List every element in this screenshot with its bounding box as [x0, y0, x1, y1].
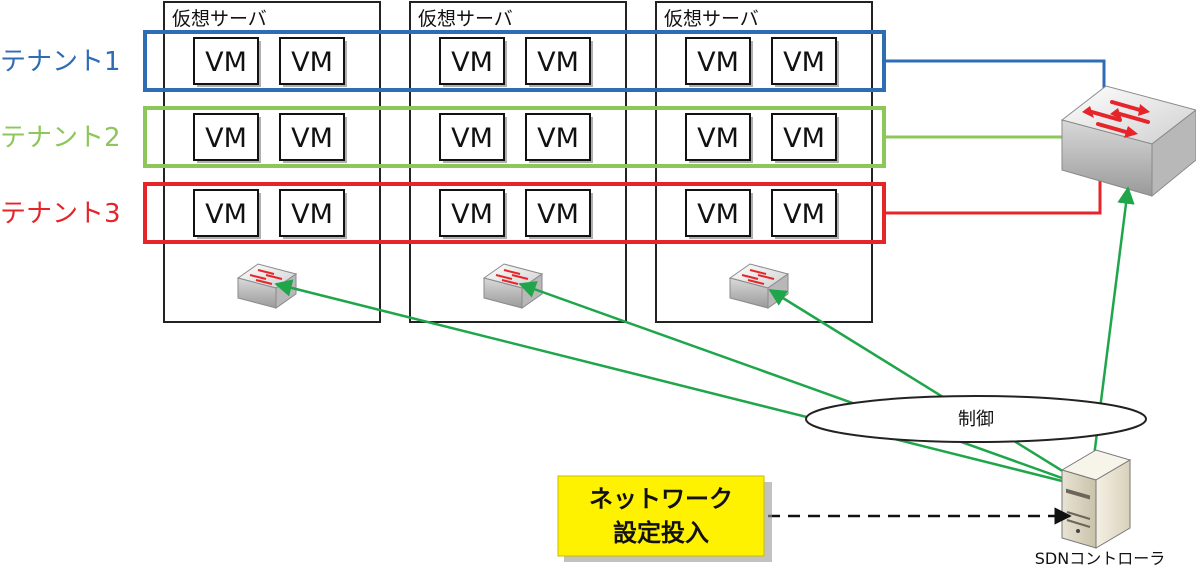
vm-label: VM	[291, 47, 333, 78]
tenant-bands: テナント1 テナント2 テナント3	[0, 30, 886, 244]
tenant-label-2: テナント2	[0, 123, 121, 153]
tenant3-uplink	[884, 180, 1102, 215]
control-arrow-1	[274, 279, 1091, 490]
vm-box: VM	[193, 189, 261, 239]
vm-box: VM	[525, 37, 593, 87]
vm-box: VM	[439, 189, 507, 239]
vm-box: VM	[439, 37, 507, 87]
vm-label: VM	[537, 199, 579, 230]
vm-label: VM	[697, 123, 739, 154]
control-arrow-2	[518, 281, 1091, 490]
vm-label: VM	[451, 199, 493, 230]
vm-label: VM	[537, 123, 579, 154]
vm-label: VM	[697, 199, 739, 230]
physical-switch-icon	[1060, 85, 1196, 198]
vm-label: VM	[537, 47, 579, 78]
control-label: 制御	[958, 409, 994, 430]
vm-box: VM	[771, 189, 839, 239]
server-label: 仮想サーバ	[172, 8, 267, 30]
vm-label: VM	[205, 47, 247, 78]
vm-label: VM	[291, 123, 333, 154]
vm-label: VM	[291, 199, 333, 230]
vm-box: VM	[525, 189, 593, 239]
tenant-uplinks	[884, 59, 1106, 215]
vm-box: VM	[771, 113, 839, 163]
tenant-label-1: テナント1	[0, 47, 121, 77]
control-arrow-4	[1088, 186, 1135, 489]
vm-label: VM	[697, 47, 739, 78]
vm-box: VM	[439, 113, 507, 163]
server-label: 仮想サーバ	[418, 8, 513, 30]
config-box-line1: ネットワーク	[589, 485, 733, 513]
vm-label: VM	[205, 199, 247, 230]
vm-label: VM	[783, 123, 825, 154]
sdn-controller-server-icon: SDNコントローラ	[1035, 449, 1165, 568]
tenant-band-2	[143, 106, 886, 168]
vm-box: VM	[685, 113, 753, 163]
tenant-band-3	[143, 182, 886, 244]
vm-box: VM	[279, 37, 347, 87]
vm-box: VM	[279, 189, 347, 239]
vm-label: VM	[205, 123, 247, 154]
vm-label: VM	[451, 47, 493, 78]
vm-label: VM	[451, 123, 493, 154]
vm-box: VM	[279, 113, 347, 163]
tenant1-uplink	[884, 59, 1106, 92]
server-label: 仮想サーバ	[664, 8, 759, 30]
vm-box: VM	[685, 189, 753, 239]
vm-label: VM	[783, 199, 825, 230]
tenant-label-3: テナント3	[0, 199, 121, 229]
vm-box: VM	[685, 37, 753, 87]
control-arrow-3	[768, 288, 1091, 490]
network-config-box: ネットワーク 設定投入	[557, 475, 772, 562]
config-box-line2: 設定投入	[613, 519, 709, 547]
vm-label: VM	[783, 47, 825, 78]
controller-label: SDNコントローラ	[1035, 549, 1165, 568]
vm-grid: VM VM VM VM VM VM VM VM VM VM VM VM VM VM VM VM VM VM	[193, 37, 839, 239]
vm-box: VM	[525, 113, 593, 163]
control-ellipse: 制御	[805, 395, 1147, 443]
control-arrows	[274, 186, 1135, 490]
tenant-band-1	[143, 30, 886, 92]
vm-box: VM	[193, 37, 261, 87]
vm-box: VM	[771, 37, 839, 87]
config-box-bg	[557, 475, 765, 557]
vm-box: VM	[193, 113, 261, 163]
